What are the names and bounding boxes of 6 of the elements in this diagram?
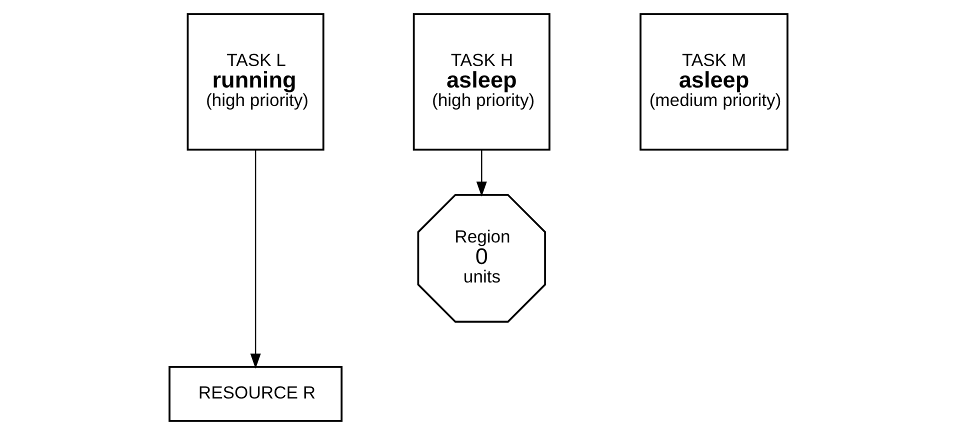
node-box: TASK L running (high priority) — [186, 12, 324, 150]
arrow — [250, 149, 261, 368]
arrow — [476, 149, 487, 196]
node-box: TASK M asleep (medium priority) — [640, 12, 788, 150]
node-box: RESOURCE R — [168, 366, 343, 422]
node-box: TASK H asleep (high priority) — [412, 12, 550, 150]
